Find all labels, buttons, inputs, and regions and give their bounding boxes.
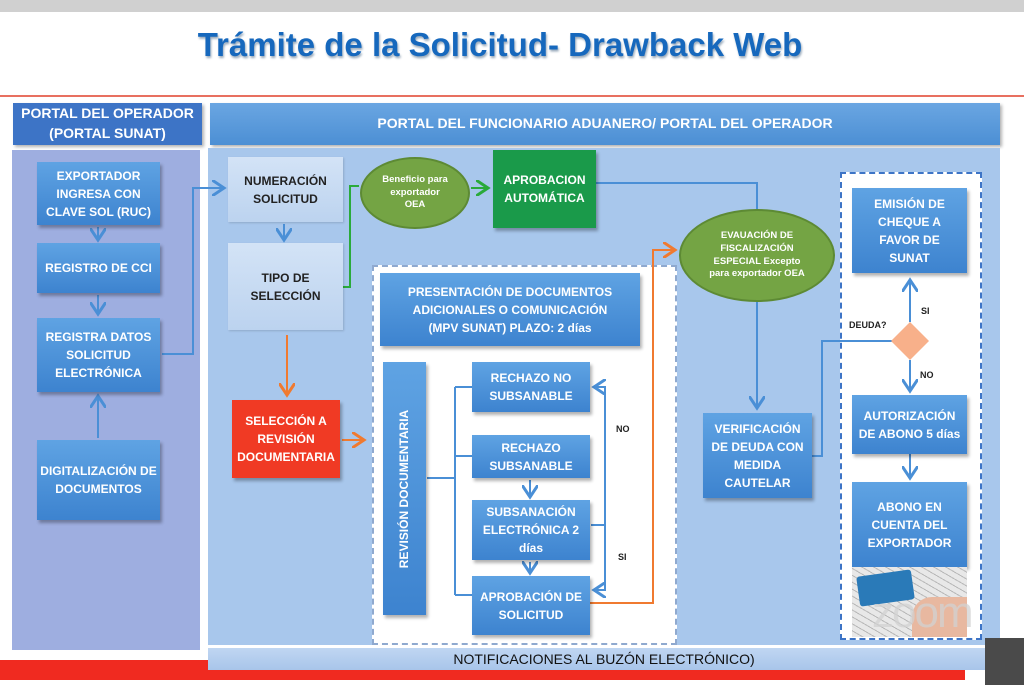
- autorizacion-abono: AUTORIZACIÓN DE ABONO 5 días: [852, 395, 967, 454]
- hand-icon: [912, 597, 967, 637]
- video-thumbnail: [985, 638, 1024, 685]
- step-exportador-ingresa: EXPORTADOR INGRESA CON CLAVE SOL (RUC): [37, 162, 160, 225]
- left-portal-panel: [12, 150, 200, 650]
- left-header-line1: PORTAL DEL OPERADOR: [21, 105, 194, 122]
- label-no: NO: [616, 424, 630, 434]
- zoom-watermark: zoom: [872, 588, 974, 637]
- deuda-label: DEUDA?: [849, 320, 887, 330]
- slide-title: Trámite de la Solicitud- Drawback Web: [197, 26, 803, 63]
- step-registra-datos: REGISTRA DATOS SOLICITUD ELECTRÓNICA: [37, 318, 160, 392]
- right-portal-header: PORTAL DEL FUNCIONARIO ADUANERO/ PORTAL …: [210, 103, 1000, 145]
- step-registro-cci: REGISTRO DE CCI: [37, 243, 160, 293]
- decision-diamond: [891, 322, 929, 360]
- tipo-seleccion: TIPO DE SELECCIÓN: [228, 243, 343, 330]
- emision-cheque: EMISIÓN DE CHEQUE A FAVOR DE SUNAT: [852, 188, 967, 273]
- presentacion-documentos: PRESENTACIÓN DE DOCUMENTOS ADICIONALES O…: [380, 273, 640, 346]
- credit-card-image: [852, 567, 967, 637]
- deuda-no-label: NO: [920, 370, 934, 380]
- divider: [0, 95, 1024, 97]
- step-digitalizacion: DIGITALIZACIÓN DE DOCUMENTOS: [37, 440, 160, 520]
- left-portal-header: PORTAL DEL OPERADOR (PORTAL SUNAT): [13, 103, 202, 145]
- subsanacion-electronica: SUBSANACIÓN ELECTRÓNICA 2 días: [472, 500, 590, 560]
- beneficio-oea-ellipse: Beneficio para exportador OEA: [360, 157, 470, 229]
- evaluacion-fiscalizacion-ellipse: EVAUACIÓN DE FISCALIZACIÓN ESPECIAL Exce…: [679, 209, 835, 302]
- deuda-si-label: SI: [921, 306, 930, 316]
- notificaciones-bar: NOTIFICACIONES AL BUZÓN ELECTRÓNICO): [208, 648, 1000, 670]
- label-si: SI: [618, 552, 627, 562]
- aprobacion-automatica: APROBACION AUTOMÁTICA: [493, 150, 596, 228]
- numeracion-solicitud: NUMERACIÓN SOLICITUD: [228, 157, 343, 222]
- rechazo-no-subsanable: RECHAZO NO SUBSANABLE: [472, 362, 590, 412]
- left-header-line2: (PORTAL SUNAT): [49, 125, 166, 141]
- rechazo-subsanable: RECHAZO SUBSANABLE: [472, 435, 590, 478]
- revision-documentaria: REVISIÓN DOCUMENTARIA: [383, 362, 426, 615]
- verificacion-deuda: VERIFICACIÓN DE DEUDA CON MEDIDA CAUTELA…: [703, 413, 812, 498]
- revision-label: REVISIÓN DOCUMENTARIA: [397, 409, 412, 568]
- top-bar: [0, 0, 1024, 12]
- aprobacion-solicitud: APROBACIÓN DE SOLICITUD: [472, 576, 590, 635]
- abono-cuenta: ABONO EN CUENTA DEL EXPORTADOR: [852, 482, 967, 567]
- seleccion-revision-documentaria: SELECCIÓN A REVISIÓN DOCUMENTARIA: [232, 400, 340, 478]
